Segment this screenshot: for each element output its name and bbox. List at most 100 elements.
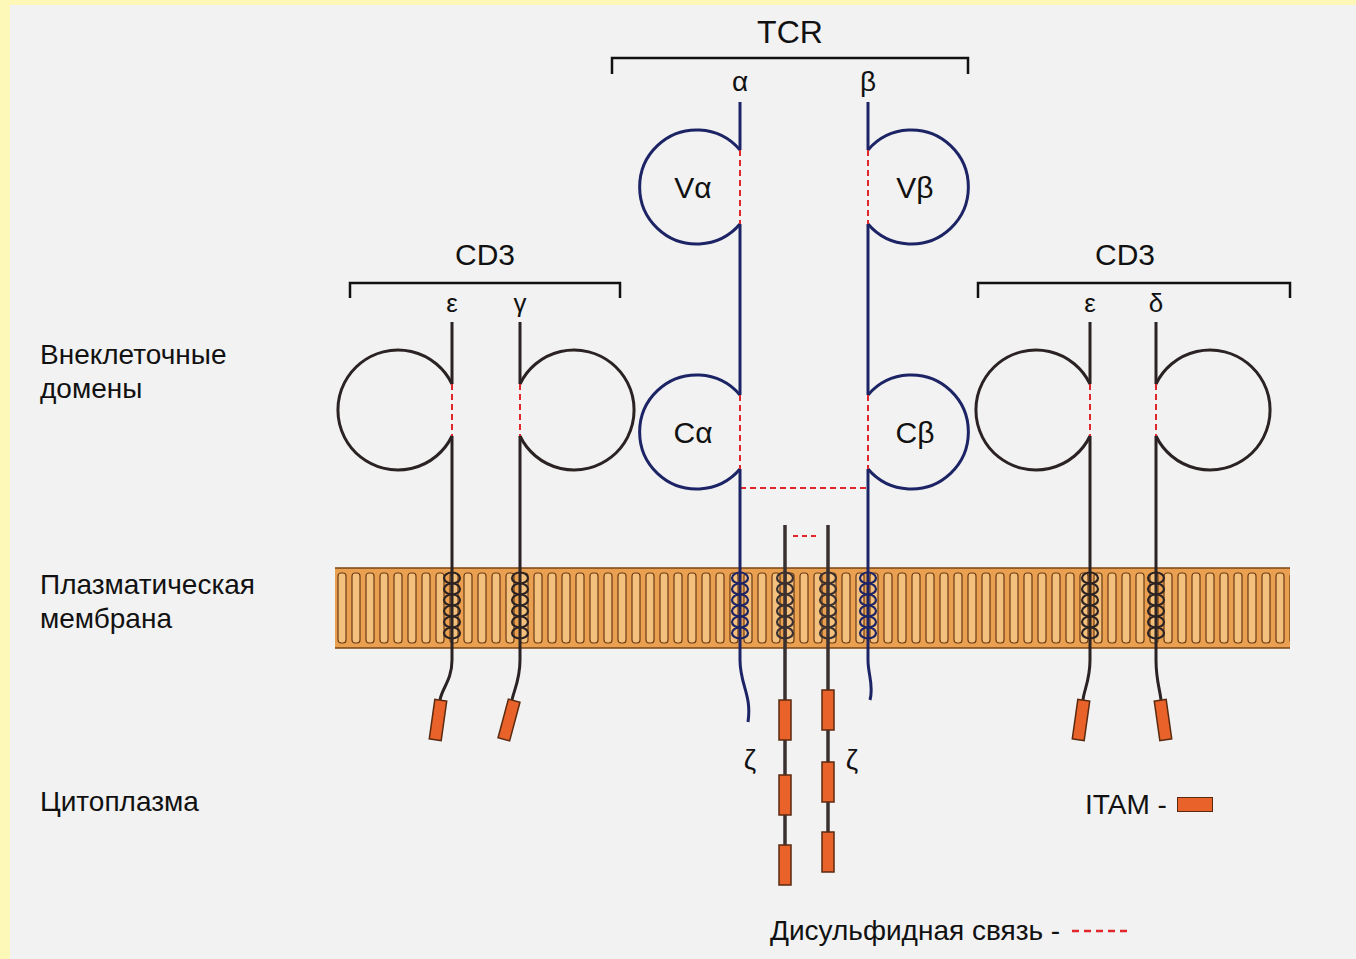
cd3-bracket <box>350 283 620 298</box>
complex-name: CD3 <box>455 237 515 273</box>
disulfide-bond <box>867 395 869 469</box>
disulfide-bond <box>519 384 521 436</box>
alpha-chain <box>739 102 742 122</box>
membrane-edge <box>335 647 1290 649</box>
complex-name: TCR <box>757 13 823 51</box>
chain-name: ζ <box>846 743 858 777</box>
helix <box>732 573 748 639</box>
delta-chain <box>1155 322 1158 384</box>
chain-segment <box>739 367 742 497</box>
zeta-chain <box>826 730 830 762</box>
variable-domain: Vα <box>632 122 762 252</box>
itam-motif <box>429 690 1171 885</box>
polypeptide-chain <box>867 252 870 367</box>
domain-name: Cβ <box>896 416 935 449</box>
epsilon-chain <box>440 436 452 700</box>
domain-loop <box>868 130 968 244</box>
itam-motif <box>498 699 520 741</box>
zeta-chain <box>783 740 787 775</box>
bracket <box>350 58 1290 298</box>
domain-loop <box>868 375 968 489</box>
disulfide-bond <box>739 150 741 224</box>
polypeptide-chain <box>739 252 742 367</box>
itam-motif <box>1072 699 1089 740</box>
chain-name: ζ <box>744 743 756 777</box>
chain-name: β <box>860 65 876 99</box>
variable-domain: Vβ <box>846 122 976 252</box>
legend-entry: ITAM - <box>1085 788 1213 822</box>
ig-domain <box>976 350 1090 470</box>
chain-segment <box>867 122 870 252</box>
legend-line-sample <box>1070 926 1134 936</box>
ig-domain <box>1156 350 1270 470</box>
helix <box>860 573 876 639</box>
disulfide-bond <box>451 384 453 436</box>
disulfide-bond <box>740 487 868 489</box>
chain-name: ε <box>1084 288 1096 319</box>
membrane-band <box>335 568 1290 648</box>
helix <box>444 573 460 639</box>
epsilon-chain <box>1083 436 1090 700</box>
chain-name: α <box>732 65 748 99</box>
chain-name: γ <box>514 288 527 319</box>
disulfide-bond <box>739 395 741 469</box>
constant-domain: Cβ <box>846 367 976 497</box>
domain-name: Vα <box>674 171 711 204</box>
epsilon-chain <box>1089 322 1092 384</box>
cd3-bracket <box>978 283 1290 298</box>
ig-domain <box>520 350 634 470</box>
delta-chain <box>1156 436 1161 700</box>
epsilon-chain <box>451 322 454 384</box>
itam-motif <box>429 699 446 740</box>
helix <box>512 573 528 639</box>
legend-swatch <box>1177 797 1213 812</box>
ig-domain <box>338 350 452 470</box>
region-label: Цитоплазма <box>40 785 199 819</box>
cd3-chain <box>338 322 1270 700</box>
transmembrane-helix <box>444 573 1164 639</box>
disulfide-bond <box>867 150 869 224</box>
disulfide-bond <box>1155 384 1157 436</box>
beta-chain <box>868 497 871 700</box>
chain-name: ε <box>446 288 458 319</box>
domain-loop <box>640 375 740 489</box>
helix <box>777 573 793 639</box>
zeta-chain <box>783 525 787 700</box>
complex-name: CD3 <box>1095 237 1155 273</box>
legend-text: ITAM - <box>1085 788 1167 822</box>
gamma-chain <box>519 322 522 384</box>
tcr-chain <box>740 102 871 722</box>
chain-segment <box>739 122 742 252</box>
tcr-bracket <box>612 58 968 74</box>
itam-motif <box>779 845 791 885</box>
disulfide-bond <box>1089 384 1091 436</box>
itam-motif <box>822 762 834 802</box>
lipid-bilayer <box>335 568 1290 648</box>
gamma-chain <box>512 436 520 700</box>
zeta-chain <box>783 815 787 845</box>
itam-motif <box>779 700 791 740</box>
helix <box>820 573 836 639</box>
beta-chain <box>867 102 870 122</box>
disulfide-bond <box>452 384 1156 436</box>
helix <box>1082 573 1098 639</box>
legend-entry: Дисульфидная связь - <box>770 914 1134 948</box>
itam-motif <box>822 690 834 730</box>
itam-motif <box>1154 699 1171 740</box>
domain-name: Cα <box>673 416 712 449</box>
chain-segment <box>867 367 870 497</box>
disulfide-sample <box>1072 930 1132 933</box>
helix <box>1148 573 1164 639</box>
itam-motif <box>779 775 791 815</box>
disulfide-bond <box>793 535 820 537</box>
zeta-chain <box>826 802 830 832</box>
zeta-chain <box>826 525 830 690</box>
region-label: Внеклеточные домены <box>40 338 290 405</box>
domain-name: Vβ <box>896 171 933 204</box>
constant-domain: Cα <box>632 367 762 497</box>
itam-motif <box>822 832 834 872</box>
region-label: Плазматическая мембрана <box>40 568 325 635</box>
chain-name: δ <box>1149 288 1163 319</box>
page-ground <box>10 5 1356 959</box>
